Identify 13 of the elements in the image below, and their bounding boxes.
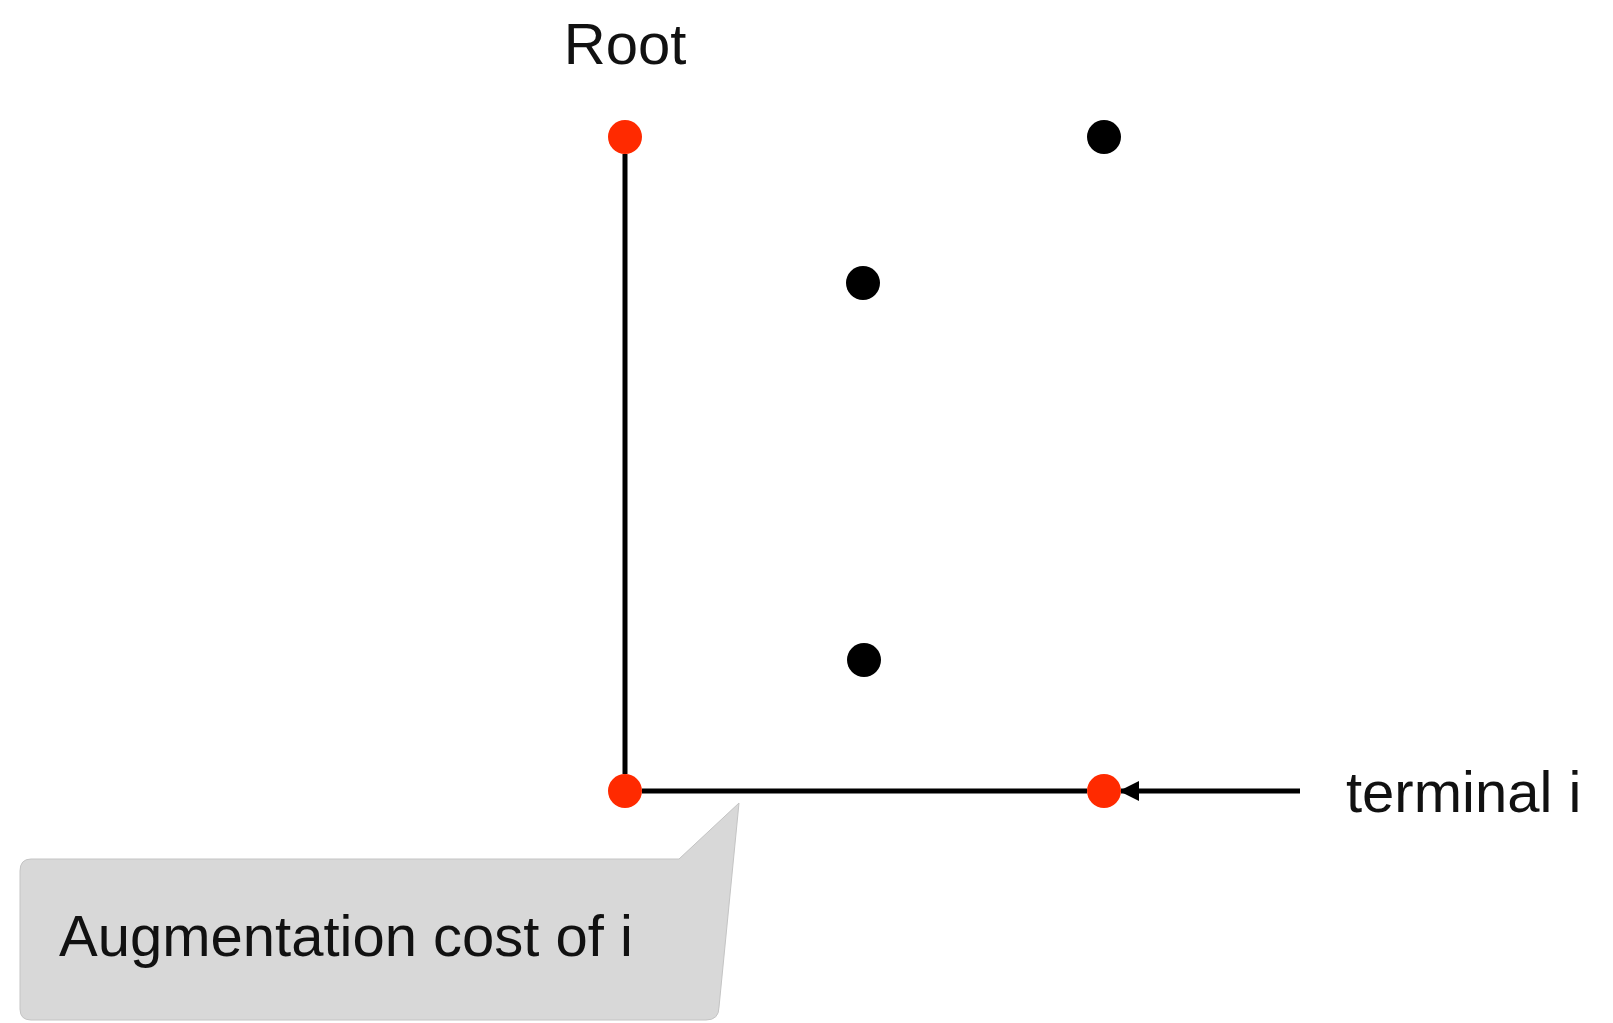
node-label: Root — [563, 10, 687, 77]
steiner-vertex — [847, 643, 881, 677]
steiner-vertex — [1087, 120, 1121, 154]
terminal-vertex — [1087, 774, 1121, 808]
steiner-vertex — [846, 266, 880, 300]
terminal-vertex — [608, 774, 642, 808]
connector-line — [622, 154, 628, 774]
callout-text: Augmentation cost of i — [59, 902, 633, 969]
callout-bubble — [19, 802, 740, 1021]
connector-line — [642, 788, 1087, 794]
node-label: terminal i — [1346, 757, 1582, 825]
terminal-vertex — [608, 120, 642, 154]
arrow — [1119, 781, 1300, 801]
